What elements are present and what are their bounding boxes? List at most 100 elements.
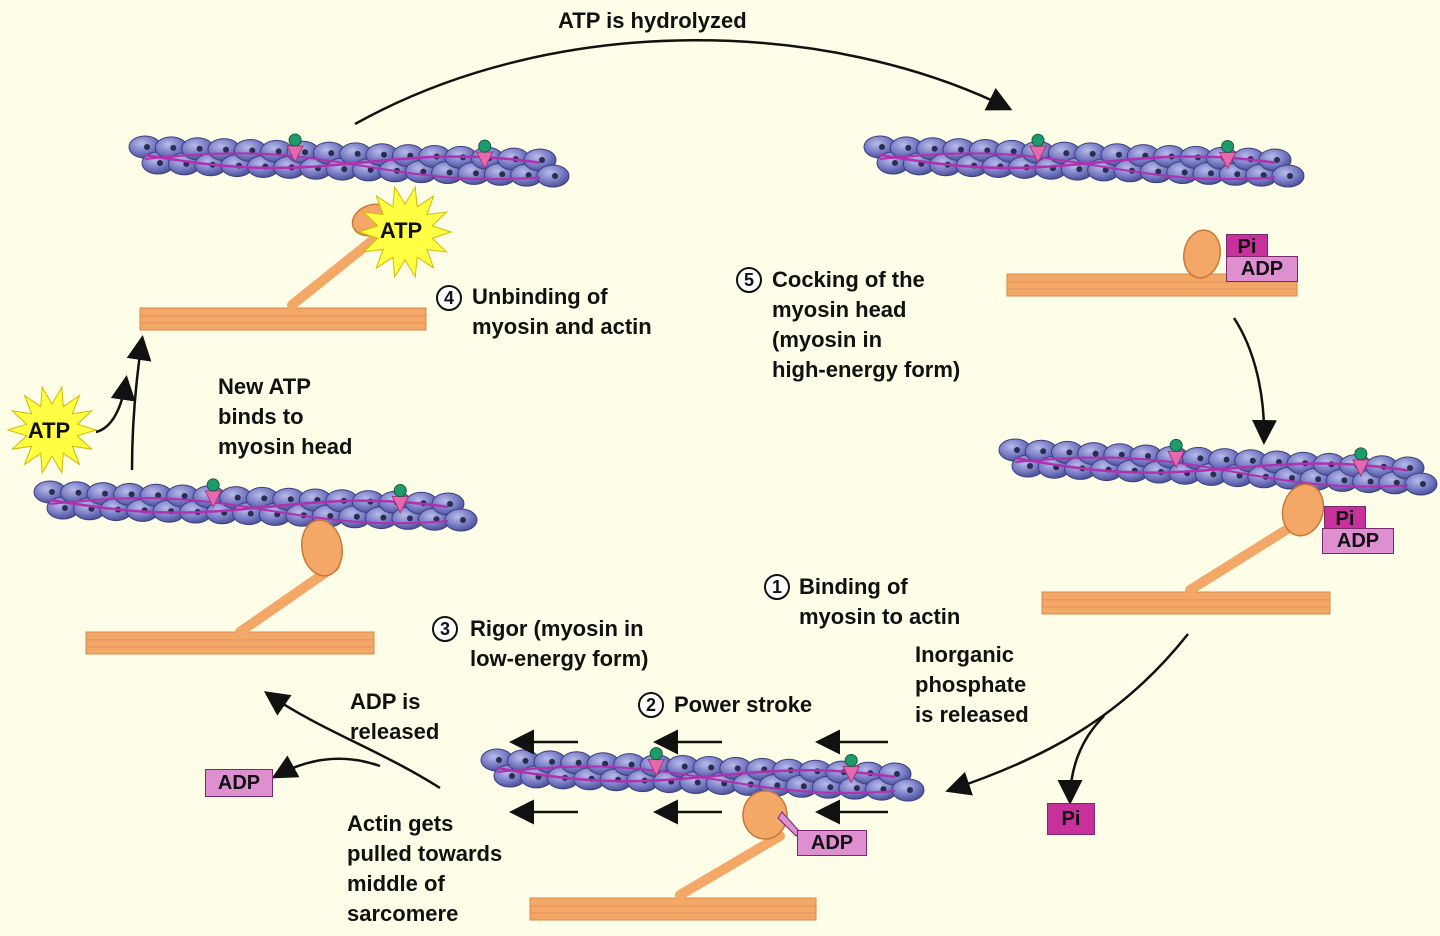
actin-bead-dot bbox=[287, 496, 294, 503]
cycle-arrows bbox=[95, 39, 1277, 825]
thick-filament bbox=[529, 897, 817, 921]
actin-bead-dot bbox=[1092, 450, 1099, 457]
actin-bead-dot bbox=[931, 145, 938, 152]
label-line: pulled towards bbox=[347, 841, 503, 866]
label-step4: Unbinding of myosin and actin bbox=[472, 282, 652, 342]
actin-bead-dot bbox=[1315, 476, 1322, 483]
actin-bead-dot bbox=[1208, 170, 1214, 177]
actin-bead-dot bbox=[894, 771, 900, 777]
actin-bead-dot bbox=[433, 516, 440, 523]
atp-tag-free: ATP bbox=[27, 418, 71, 443]
tropomyosin-strand bbox=[49, 497, 449, 525]
label-line: sarcomere bbox=[347, 901, 459, 926]
actin-bead-dot bbox=[907, 787, 913, 793]
actin-filaments bbox=[33, 133, 1438, 802]
label-line: middle of bbox=[347, 871, 445, 896]
cycle-arrow-binding-to-powerstroke bbox=[945, 633, 1189, 796]
actin-bead-dot bbox=[694, 779, 701, 786]
label-line: Unbinding of bbox=[472, 284, 608, 309]
actin-bead-dot bbox=[1341, 477, 1348, 484]
tropomyosin-strand bbox=[496, 765, 896, 794]
actin-bead-dot bbox=[1210, 471, 1217, 478]
pi-tag-released: Pi bbox=[1047, 803, 1095, 835]
label-line: is released bbox=[915, 702, 1029, 727]
actin-bead-dot bbox=[1420, 481, 1426, 487]
actin-filament-powerstroke bbox=[480, 747, 925, 802]
atp-burst-top bbox=[357, 185, 453, 279]
actin-bead-dot bbox=[496, 757, 502, 763]
label-adp-released: ADP is released bbox=[350, 687, 439, 747]
actin-bead-dot bbox=[353, 513, 360, 520]
actin-bead-dot bbox=[708, 764, 715, 771]
actin-filament-binding bbox=[998, 438, 1438, 496]
actin-bead-dot bbox=[1197, 455, 1204, 462]
label-line: Binding of bbox=[799, 574, 908, 599]
actin-bead-dot bbox=[853, 785, 860, 792]
myosin-head-powerstroke bbox=[742, 790, 788, 840]
tropomyosin-strand bbox=[144, 153, 541, 170]
label-actin-pulled: Actin gets pulled towards middle of sarc… bbox=[347, 809, 502, 929]
actin-bead-dot bbox=[602, 760, 609, 767]
actin-bead-dot bbox=[1407, 465, 1413, 471]
actin-bead-dot bbox=[681, 763, 688, 770]
tropomyosin-strand bbox=[1014, 456, 1409, 488]
actin-bead-dot bbox=[406, 515, 413, 522]
myosin-head-rigor bbox=[300, 519, 344, 577]
actin-bead-dot bbox=[49, 489, 55, 495]
cycle-arrow-rigor-to-unbinding bbox=[126, 335, 152, 471]
cycle-arrow-hydrolysis bbox=[354, 39, 1013, 126]
actin-bead-dot bbox=[1040, 448, 1047, 455]
actin-bead-dot bbox=[327, 513, 334, 519]
myosin-thick-powerstroke bbox=[529, 897, 817, 921]
label-line: (myosin in bbox=[772, 327, 883, 352]
actin-bead-dot bbox=[196, 145, 203, 152]
thick-filament bbox=[139, 307, 427, 331]
label-line: Cocking of the bbox=[772, 267, 925, 292]
actin-bead-dot bbox=[1066, 449, 1073, 456]
actin-bead-dot bbox=[328, 150, 335, 157]
actin-bead-dot bbox=[892, 160, 898, 166]
myosin-head-cocking bbox=[1183, 229, 1221, 279]
actin-bead-dot bbox=[522, 757, 529, 764]
actin-bead-dot bbox=[549, 758, 556, 765]
actin-bead-dot bbox=[539, 157, 545, 163]
actin-bead-dot bbox=[1116, 151, 1122, 158]
actin-bead-dot bbox=[800, 783, 807, 790]
adp-tag-powerstroke: ADP bbox=[797, 830, 867, 856]
calcium-ion bbox=[1169, 438, 1183, 452]
label-line: Actin gets bbox=[347, 811, 454, 836]
actin-bead-dot bbox=[446, 169, 453, 176]
actin-filament-cocking bbox=[863, 133, 1305, 188]
actin-filament-rigor bbox=[33, 478, 478, 532]
thick-filament bbox=[85, 631, 375, 655]
calcium-ion bbox=[844, 753, 858, 767]
actin-bead-dot bbox=[1027, 463, 1033, 469]
label-line: myosin to actin bbox=[799, 604, 961, 629]
actin-bead-dot bbox=[1234, 171, 1241, 178]
tropomyosin-strand bbox=[49, 498, 449, 514]
actin-bead-dot bbox=[827, 784, 834, 791]
actin-bead-dot bbox=[1076, 166, 1083, 173]
calcium-ion bbox=[288, 133, 302, 147]
calcium-ion bbox=[478, 139, 492, 153]
label-line: Inorganic bbox=[915, 642, 1015, 667]
label-line: low-energy form) bbox=[470, 646, 649, 671]
actin-bead-dot bbox=[341, 166, 348, 173]
actin-bead-dot bbox=[1287, 173, 1293, 179]
actin-bead-dot bbox=[380, 514, 387, 521]
actin-bead-dot bbox=[234, 494, 241, 501]
tropomyosin-strand bbox=[879, 152, 1276, 181]
actin-bead-dot bbox=[734, 765, 741, 772]
actin-bead-dot bbox=[575, 759, 582, 766]
step-badge-4: 4 bbox=[436, 285, 462, 311]
actin-bead-dot bbox=[1274, 157, 1280, 163]
actin-bead-dot bbox=[1010, 148, 1017, 155]
step-badge-3: 3 bbox=[432, 616, 458, 642]
label-step5: Cocking of the myosin head (myosin in hi… bbox=[772, 265, 960, 385]
myosin-arm-unbinding bbox=[287, 223, 393, 310]
label-new-atp: New ATP binds to myosin head bbox=[218, 372, 352, 462]
cycle-arrow-atp-binding bbox=[95, 375, 136, 434]
label-line: binds to bbox=[218, 404, 304, 429]
actin-bead-dot bbox=[128, 491, 135, 498]
